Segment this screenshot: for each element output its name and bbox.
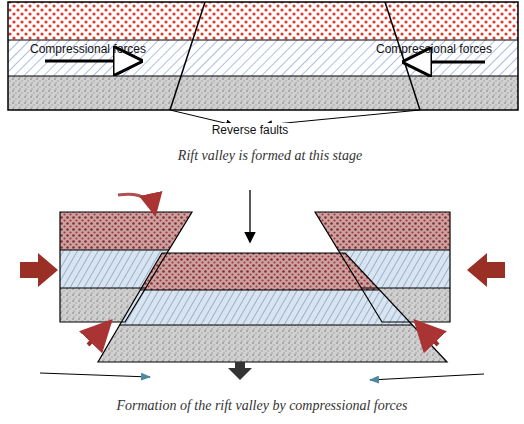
stage-caption: Rift valley is formed at this stage [178,148,362,164]
fault-label: Reverse faults [210,123,291,137]
force-label: Compressional forces [376,42,492,56]
figure-caption: Formation of the rift valley by compress… [117,398,408,414]
force-label: Compressional forces [30,42,146,56]
